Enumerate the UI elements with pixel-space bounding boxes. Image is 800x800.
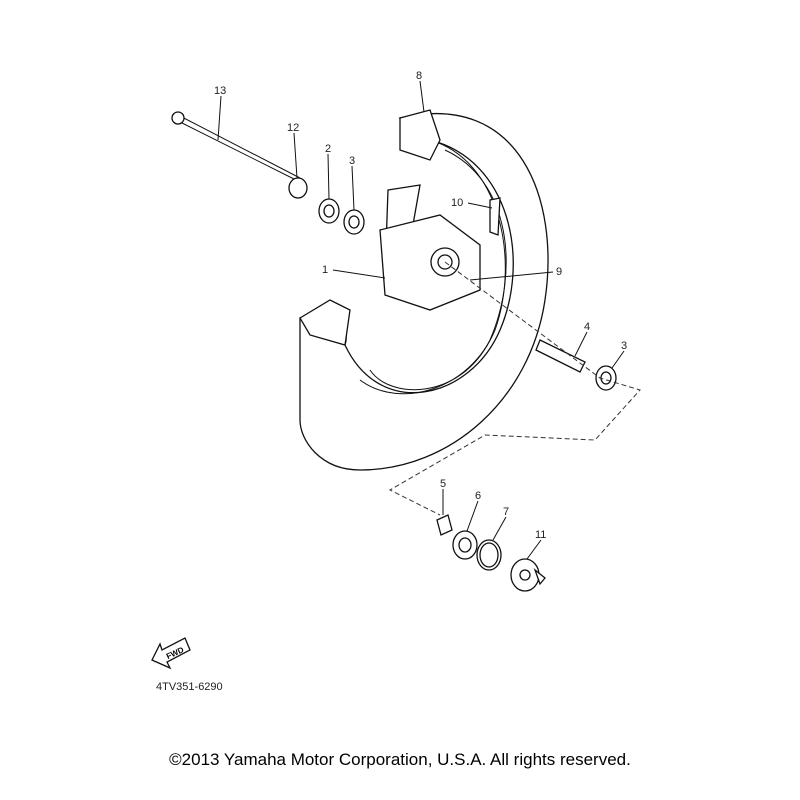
callout-10: 10 bbox=[451, 197, 463, 209]
callout-4: 4 bbox=[584, 321, 590, 333]
part-code: 4TV351-6290 bbox=[156, 681, 223, 693]
clutch bbox=[436, 514, 453, 536]
callout-12: 12 bbox=[287, 122, 299, 134]
bearing-2 bbox=[595, 365, 617, 391]
gear-unit-seal bbox=[452, 530, 478, 560]
callout-1: 1 bbox=[322, 264, 328, 276]
collar bbox=[288, 177, 308, 199]
oil-seal bbox=[318, 198, 340, 224]
callout-9: 9 bbox=[556, 266, 562, 278]
axle bbox=[171, 111, 301, 183]
copyright-notice: ©2013 Yamaha Motor Corporation, U.S.A. A… bbox=[169, 750, 631, 769]
oring bbox=[476, 539, 502, 571]
callout-3: 3 bbox=[349, 155, 355, 167]
fwd-arrow-icon: FWD bbox=[151, 637, 191, 670]
leader-lines bbox=[217, 80, 625, 560]
callout-2: 2 bbox=[325, 143, 331, 155]
callout-labels: 13 12 2 3 8 10 1 9 4 3 5 6 7 11 bbox=[214, 70, 627, 541]
wheel bbox=[299, 109, 549, 471]
callout-3b: 3 bbox=[621, 340, 627, 352]
spacer bbox=[535, 339, 586, 373]
callout-8: 8 bbox=[416, 70, 422, 82]
callout-11: 11 bbox=[535, 529, 546, 541]
speedometer-gear bbox=[510, 558, 546, 592]
callout-5: 5 bbox=[440, 478, 446, 490]
callout-7: 7 bbox=[503, 506, 509, 518]
callout-6: 6 bbox=[475, 490, 481, 502]
callout-13: 13 bbox=[214, 85, 226, 97]
bearing bbox=[343, 209, 365, 235]
